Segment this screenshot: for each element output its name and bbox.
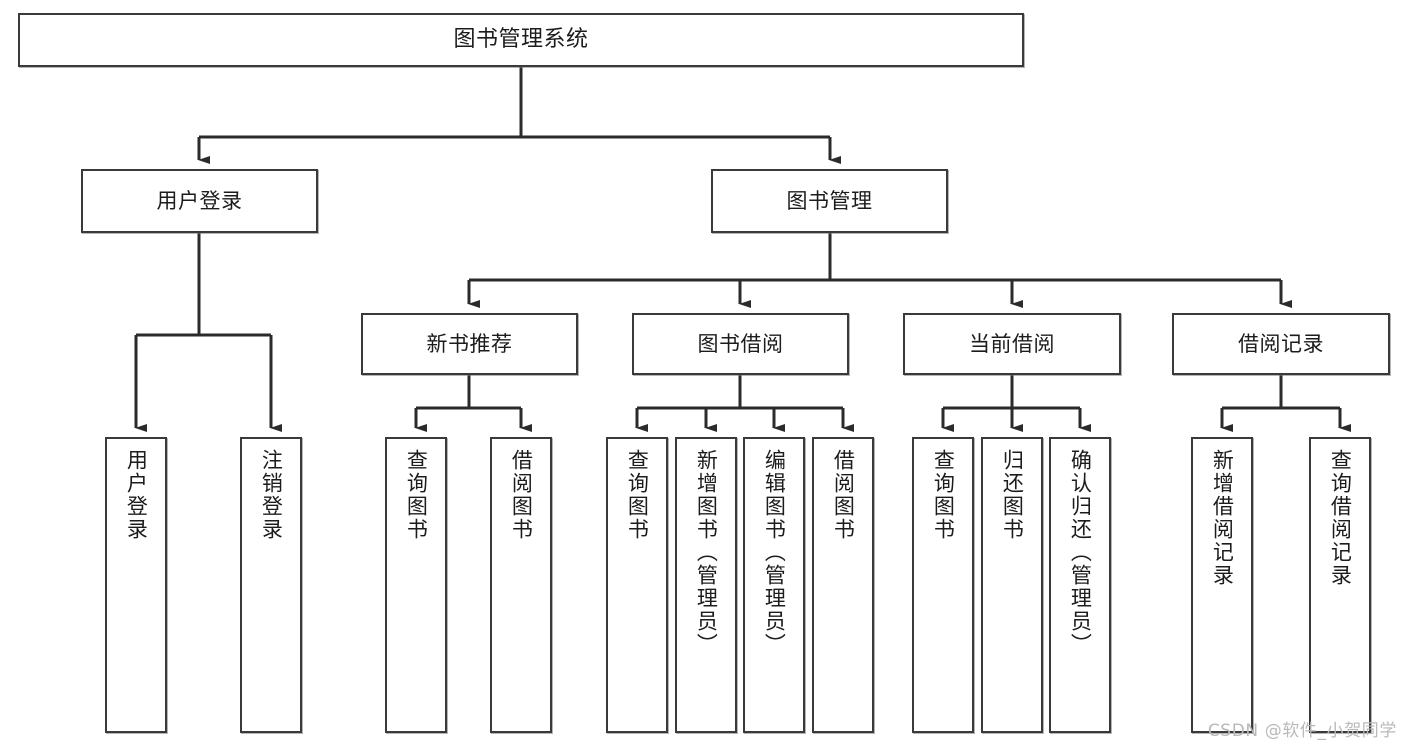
node-label: 借阅图书: [831, 449, 856, 541]
node-book-borrowing[interactable]: 图书借阅: [632, 313, 849, 375]
leaf-add-book-admin[interactable]: 新增图书（管理员）: [675, 437, 737, 733]
leaf-query-books-recommendation[interactable]: 查询图书: [385, 437, 447, 733]
node-label: 新增图书（管理员）: [694, 449, 719, 656]
node-label: 注销登录: [259, 449, 284, 541]
node-label: 借阅图书: [509, 449, 534, 541]
leaf-query-books-borrowing[interactable]: 查询图书: [606, 437, 668, 733]
leaf-query-books-current[interactable]: 查询图书: [912, 437, 974, 733]
leaf-borrow-books-recommendation[interactable]: 借阅图书: [490, 437, 552, 733]
node-label: 用户登录: [156, 188, 243, 213]
node-label: 新书推荐: [426, 331, 513, 356]
node-label: 编辑图书（管理员）: [762, 449, 787, 656]
node-label: 图书借阅: [697, 331, 784, 356]
node-book-management[interactable]: 图书管理: [711, 169, 948, 233]
node-label: 用户登录: [124, 449, 149, 541]
leaf-add-borrowing-record[interactable]: 新增借阅记录: [1191, 437, 1253, 733]
node-label: 图书管理: [786, 188, 873, 213]
node-label: 查询图书: [404, 449, 429, 541]
leaf-user-login[interactable]: 用户登录: [105, 437, 167, 733]
leaf-query-borrowing-record[interactable]: 查询借阅记录: [1309, 437, 1371, 733]
node-borrowing-records[interactable]: 借阅记录: [1172, 313, 1390, 375]
node-new-book-recommendation[interactable]: 新书推荐: [361, 313, 578, 375]
node-label: 查询借阅记录: [1328, 449, 1353, 587]
leaf-return-books[interactable]: 归还图书: [981, 437, 1043, 733]
leaf-confirm-return-admin[interactable]: 确认归还（管理员）: [1049, 437, 1111, 733]
leaf-edit-book-admin[interactable]: 编辑图书（管理员）: [743, 437, 805, 733]
node-label: 确认归还（管理员）: [1068, 449, 1093, 656]
node-label: 查询图书: [625, 449, 650, 541]
node-label: 当前借阅: [969, 331, 1055, 356]
node-current-borrowing[interactable]: 当前借阅: [903, 313, 1121, 375]
watermark-text: CSDN @软件_小贺同学: [1207, 721, 1397, 741]
node-root-book-management-system[interactable]: 图书管理系统: [18, 13, 1024, 67]
node-user-login[interactable]: 用户登录: [81, 169, 318, 233]
leaf-logout[interactable]: 注销登录: [240, 437, 302, 733]
node-label: 图书管理系统: [453, 27, 589, 53]
node-label: 借阅记录: [1238, 331, 1324, 356]
node-label: 归还图书: [1000, 449, 1025, 541]
leaf-borrow-books-borrowing[interactable]: 借阅图书: [812, 437, 874, 733]
node-label: 新增借阅记录: [1210, 449, 1235, 587]
node-label: 查询图书: [931, 449, 956, 541]
